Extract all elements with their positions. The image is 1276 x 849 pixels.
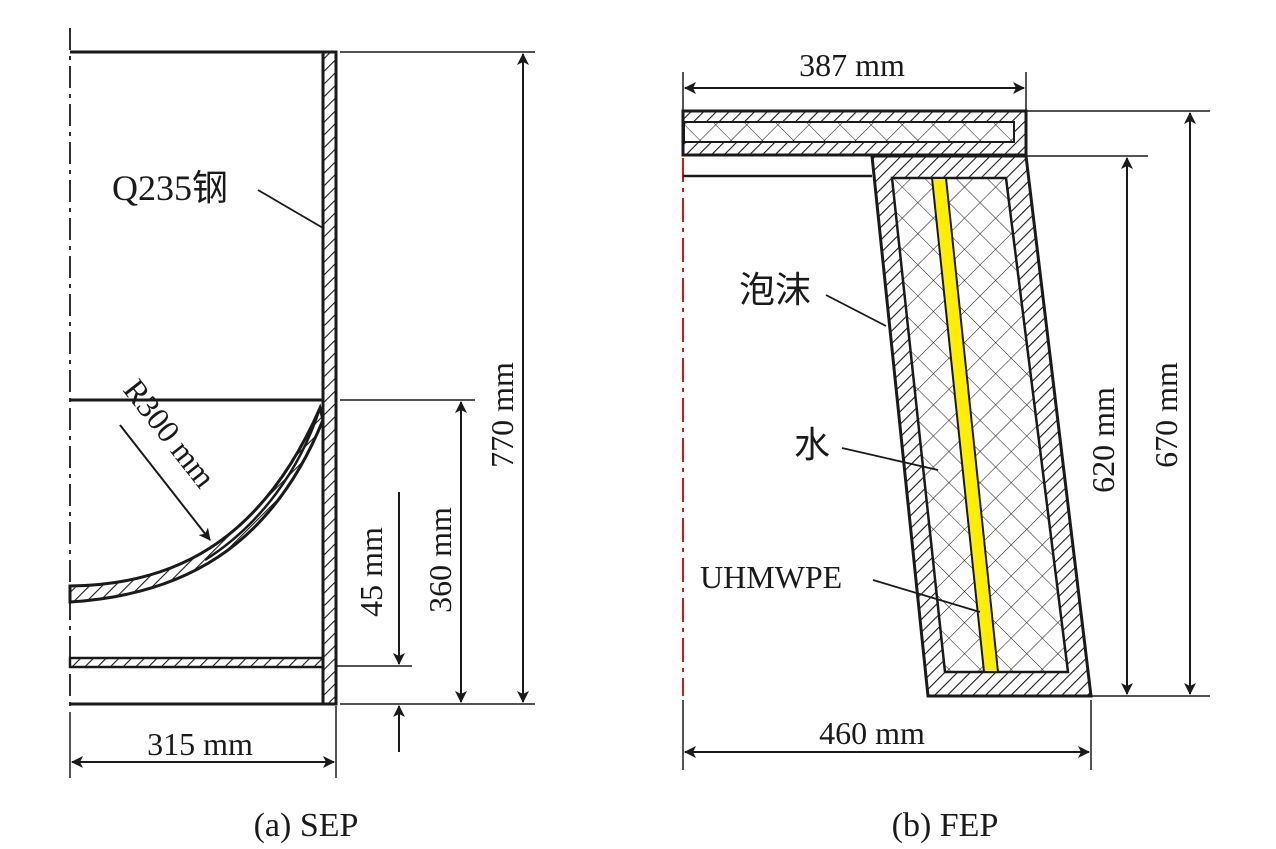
dim-315-label: 315 mm — [147, 726, 253, 762]
dim-770-label: 770 mm — [484, 362, 520, 468]
uhmwpe-layer — [930, 177, 1000, 673]
panel-a-sep: Q235钢 R300 mm 770 mm 360 mm 45 mm 315 mm… — [68, 28, 535, 844]
q235-leader — [257, 189, 324, 229]
uhmwpe-leader — [872, 579, 981, 613]
foam-label: 泡沫 — [739, 270, 811, 310]
steel-wall — [321, 50, 338, 706]
curved-shell-inner — [204, 407, 322, 562]
base-plate — [68, 656, 325, 669]
caption-a: (a) SEP — [254, 807, 359, 844]
caption-b: (b) FEP — [892, 807, 999, 844]
foam-core-pattern — [892, 178, 1068, 672]
dim-360-label: 360 mm — [422, 507, 458, 613]
water-label: 水 — [794, 425, 830, 465]
top-plate-foam — [684, 122, 1014, 142]
radius-label: R300 mm — [116, 372, 223, 494]
dim-460-label: 460 mm — [819, 715, 925, 751]
dim-45-label: 45 mm — [353, 527, 389, 617]
water-leader — [841, 447, 939, 471]
foam-leader — [825, 294, 887, 327]
curved-shell — [68, 403, 325, 604]
uhmwpe-label: UHMWPE — [700, 559, 842, 595]
dim-670-label: 670 mm — [1148, 362, 1184, 468]
radius-arrow — [119, 424, 211, 541]
panel-b-fep: 泡沫 水 UHMWPE 387 mm 620 mm 670 mm 460 mm … — [681, 47, 1210, 844]
q235-label: Q235钢 — [112, 168, 228, 208]
dim-387-label: 387 mm — [799, 47, 905, 83]
dim-620-label: 620 mm — [1085, 387, 1121, 493]
